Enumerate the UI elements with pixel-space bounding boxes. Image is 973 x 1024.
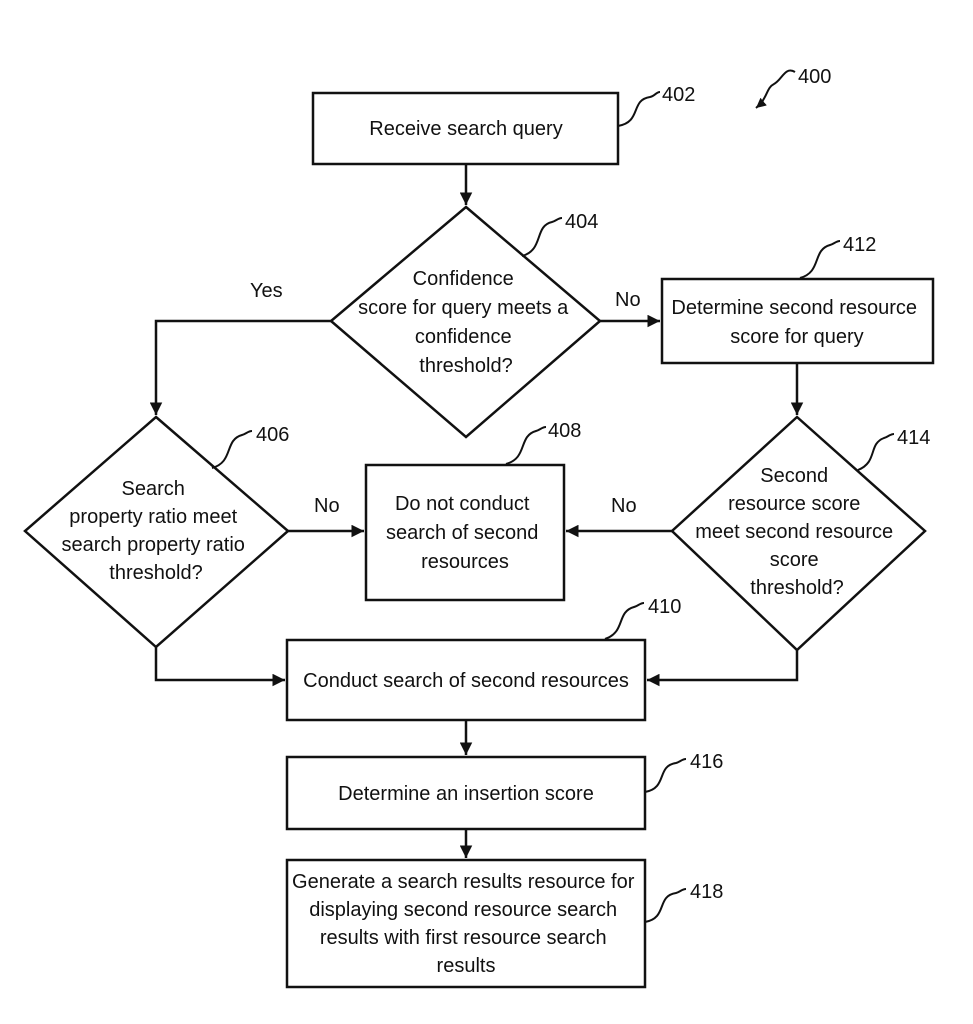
node-410-leader: [604, 602, 645, 640]
edge-406-to-410: [154, 647, 285, 687]
node-418-text: Generate a search results resource for d…: [292, 871, 640, 977]
node-406-text: Search property ratio meet search proper…: [62, 478, 251, 584]
edge-404-to-406: [149, 319, 331, 415]
node-412: Determine second resource score for quer…: [660, 234, 935, 365]
node-404-leader: [521, 217, 563, 257]
node-416-text: Determine an insertion score: [338, 783, 594, 805]
node-414-leader: [857, 433, 895, 471]
node-412-text: Determine second resource score for quer…: [671, 297, 922, 348]
node-414-text: Second resource score meet second resour…: [695, 465, 898, 599]
node-408: Do not conduct search of second resource…: [364, 420, 581, 602]
node-416: Determine an insertion score 416: [285, 751, 723, 831]
node-414: Second resource score meet second resour…: [670, 415, 930, 652]
figure-ref-arrow: [755, 69, 796, 109]
edge-414-to-410: [647, 650, 799, 687]
edge-label-no-404: No: [615, 289, 641, 311]
figure-ref-label: 400: [798, 66, 831, 88]
node-418: Generate a search results resource for d…: [285, 858, 723, 989]
node-410: Conduct search of second resources 410: [285, 596, 681, 722]
node-404-diamond: [329, 205, 602, 439]
node-416-ref: 416: [690, 751, 723, 773]
node-412-leader: [799, 240, 841, 279]
edge-label-yes-404: Yes: [250, 280, 283, 302]
node-418-ref: 418: [690, 881, 723, 903]
node-402: Receive search query 402: [311, 84, 695, 166]
node-410-text: Conduct search of second resources: [303, 670, 629, 692]
node-414-ref: 414: [897, 427, 930, 449]
edge-label-no-414: No: [611, 495, 637, 517]
node-404: Confidence score for query meets a confi…: [329, 205, 602, 439]
node-408-leader: [505, 426, 547, 465]
node-408-text: Do not conduct search of second resource…: [386, 493, 544, 573]
node-404-ref: 404: [565, 211, 598, 233]
node-406-ref: 406: [256, 424, 289, 446]
node-406-leader: [211, 430, 253, 469]
node-402-leader: [617, 91, 661, 127]
node-406-diamond: [23, 415, 290, 649]
edges: [149, 164, 804, 858]
node-402-ref: 402: [662, 84, 695, 106]
node-418-leader: [644, 888, 687, 923]
node-418-box: [285, 858, 647, 989]
node-406: Search property ratio meet search proper…: [23, 415, 290, 649]
node-402-box: [311, 91, 620, 166]
node-416-leader: [644, 758, 687, 793]
figure-ref-group: 400: [755, 66, 831, 109]
node-416-box: [285, 755, 647, 831]
node-410-ref: 410: [648, 596, 681, 618]
node-412-ref: 412: [843, 234, 876, 256]
edge-label-no-406: No: [314, 495, 340, 517]
node-404-text: Confidence score for query meets a confi…: [358, 268, 574, 377]
node-408-ref: 408: [548, 420, 581, 442]
node-408-box: [364, 463, 566, 602]
edge-labels: Yes No No No: [250, 280, 641, 517]
node-402-text: Receive search query: [369, 118, 562, 140]
node-412-box: [660, 277, 935, 365]
